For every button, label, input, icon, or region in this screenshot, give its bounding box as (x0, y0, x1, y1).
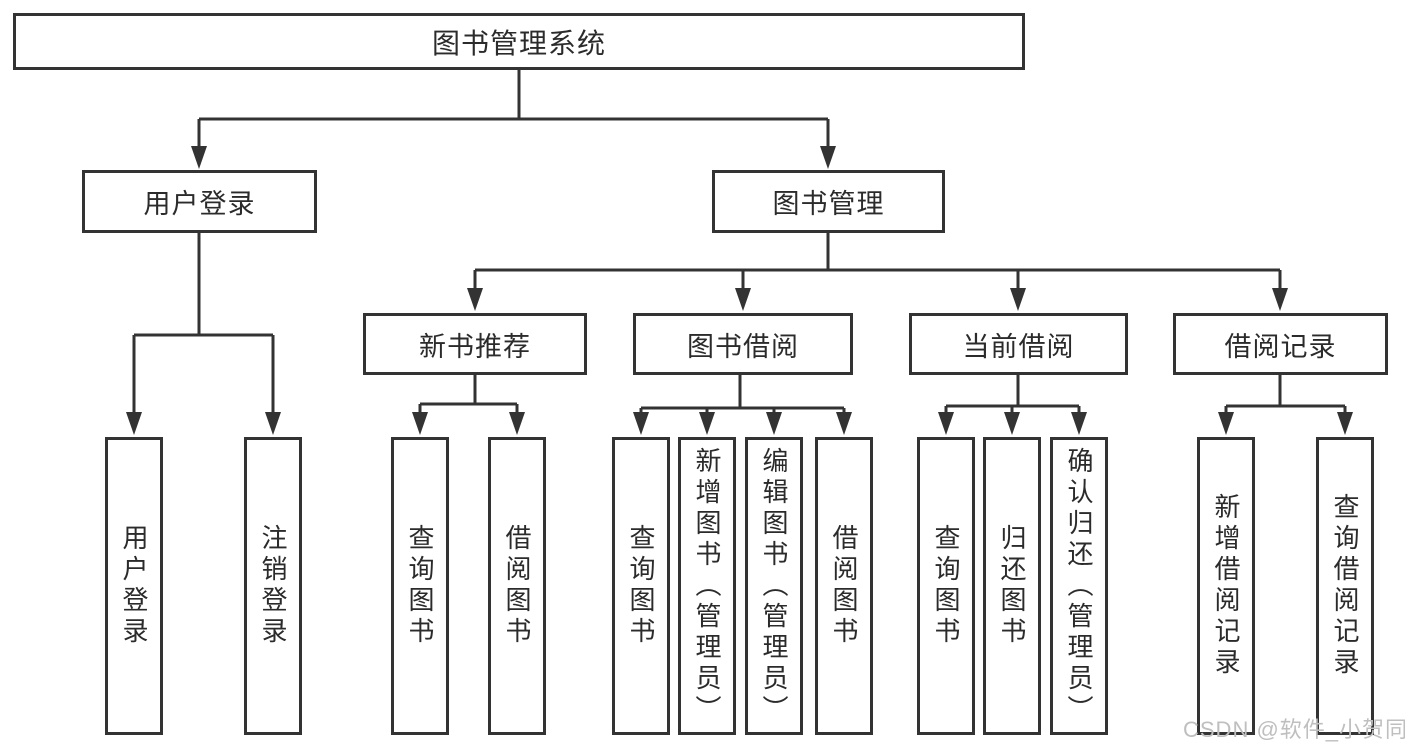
connector-currentborrow-to-leaves (938, 375, 1087, 435)
connector-root-to-level2 (191, 70, 836, 169)
leaf-label: 确认归还（管理员） (1064, 446, 1094, 726)
node-root-library-system: 图书管理系统 (13, 13, 1025, 70)
node-label: 用户登录 (143, 189, 256, 219)
leaf-label: 查询图书 (405, 524, 435, 648)
node-user-login: 用户登录 (82, 170, 317, 233)
node-label: 当前借阅 (962, 331, 1075, 362)
leaf-borrow-book-newbook: 借阅图书 (488, 437, 546, 735)
leaf-logout: 注销登录 (244, 437, 302, 735)
leaf-label: 借阅图书 (829, 524, 859, 648)
leaf-confirm-return-admin: 确认归还（管理员） (1050, 437, 1108, 735)
connector-bookmgmt-to-level3 (467, 233, 1288, 311)
node-label: 新书推荐 (419, 331, 531, 362)
node-label: 借阅记录 (1224, 331, 1337, 362)
leaf-label: 查询借阅记录 (1330, 493, 1360, 679)
connector-borrowrecord-to-leaves (1218, 375, 1353, 435)
leaf-edit-book-admin: 编辑图书（管理员） (745, 437, 803, 735)
leaf-borrow-book: 借阅图书 (815, 437, 873, 735)
csdn-watermark: CSDN @软件_小贺同学 (1183, 717, 1405, 742)
leaf-label: 归还图书 (997, 524, 1027, 648)
leaf-add-borrow-record: 新增借阅记录 (1197, 437, 1255, 735)
leaf-label: 新增借阅记录 (1211, 493, 1241, 679)
leaf-return-book: 归还图书 (983, 437, 1041, 735)
leaf-query-book-newbook: 查询图书 (391, 437, 449, 735)
node-book-borrow: 图书借阅 (633, 313, 853, 375)
leaf-user-login: 用户登录 (105, 437, 163, 735)
node-label: 图书管理 (772, 189, 885, 219)
leaf-query-borrow-record: 查询借阅记录 (1316, 437, 1374, 735)
leaf-label: 借阅图书 (502, 524, 532, 648)
connector-userlogin-to-leaves (126, 233, 281, 435)
leaf-label: 注销登录 (258, 524, 288, 648)
leaf-query-book-current: 查询图书 (917, 437, 975, 735)
connector-bookborrow-to-leaves (633, 375, 852, 435)
leaf-label: 查询图书 (931, 524, 961, 648)
node-borrow-record: 借阅记录 (1173, 313, 1388, 375)
leaf-label: 用户登录 (119, 524, 149, 648)
leaf-label: 查询图书 (626, 524, 656, 648)
node-new-book-recommend: 新书推荐 (363, 313, 587, 375)
connector-newbook-to-leaves (412, 375, 525, 435)
node-current-borrow: 当前借阅 (909, 313, 1128, 375)
node-label: 图书管理系统 (431, 27, 606, 59)
leaf-label: 编辑图书（管理员） (759, 446, 789, 726)
node-book-management: 图书管理 (712, 170, 945, 233)
leaf-label: 新增图书（管理员） (692, 446, 722, 726)
node-label: 图书借阅 (687, 331, 799, 362)
leaf-query-book-borrow: 查询图书 (612, 437, 670, 735)
leaf-add-book-admin: 新增图书（管理员） (678, 437, 736, 735)
